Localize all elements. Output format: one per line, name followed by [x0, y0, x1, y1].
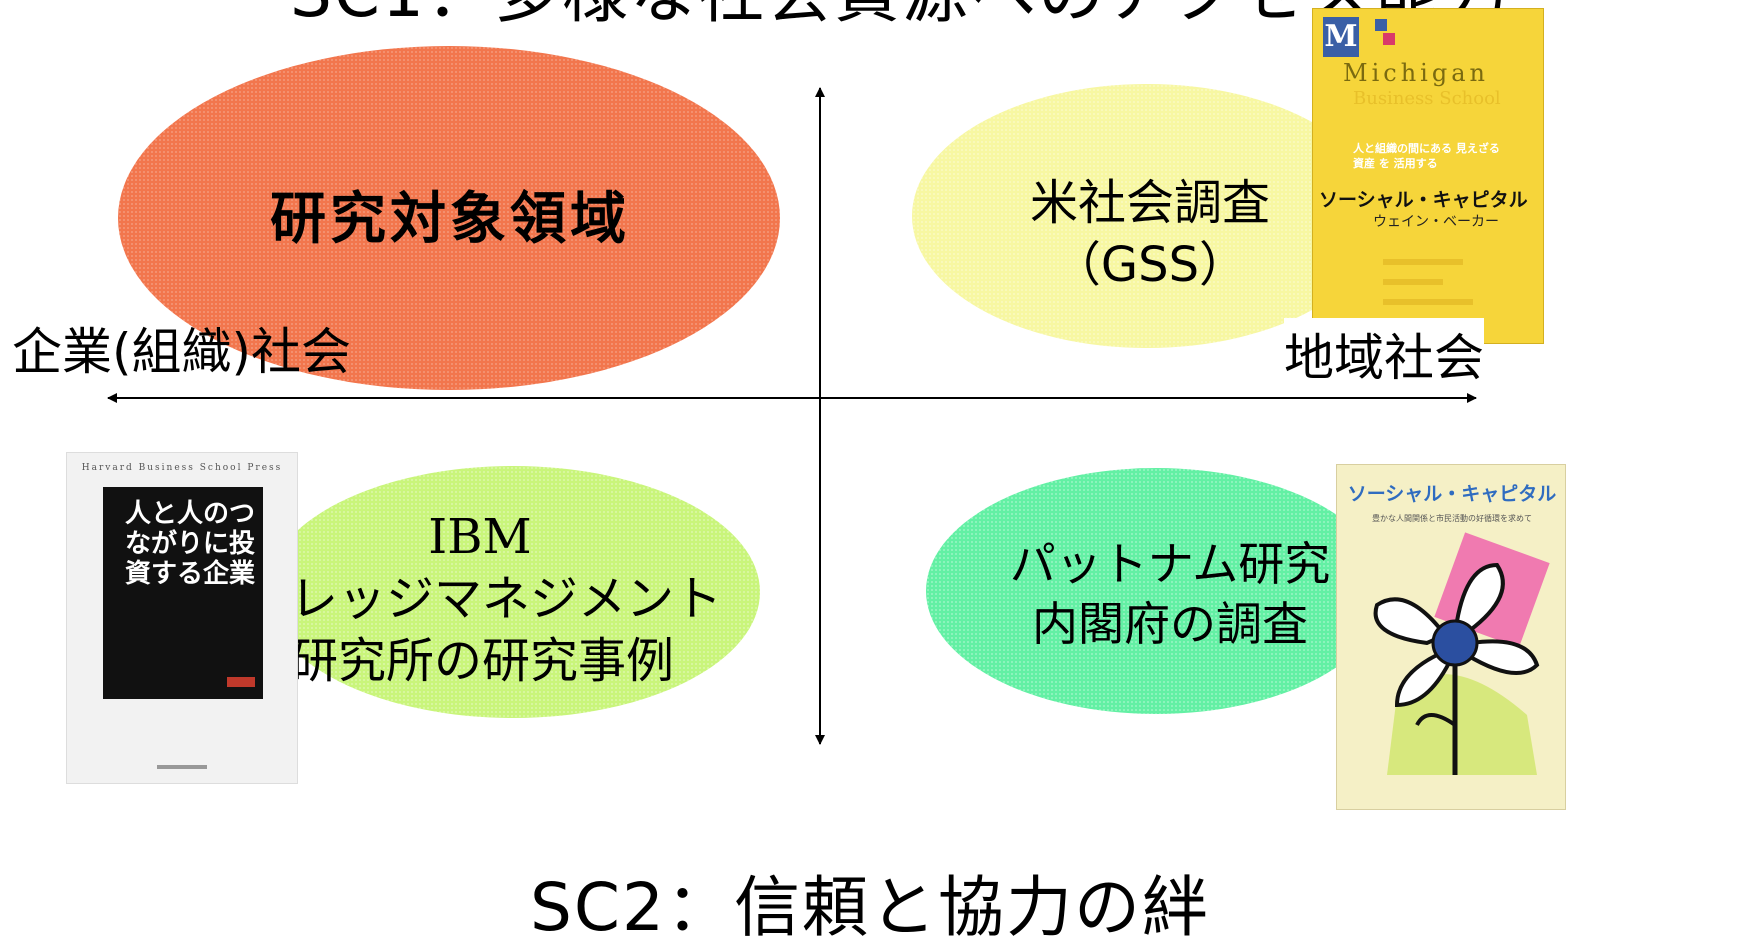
- m-logo-icon: M: [1323, 17, 1359, 57]
- gss-ellipse: [912, 84, 1382, 348]
- research-area-ellipse: [118, 46, 780, 390]
- putnam-line1: パットナム研究: [1009, 537, 1331, 591]
- gss-line1: 米社会調査: [1029, 175, 1270, 231]
- gss-label: 米社会調査 （GSS）: [1000, 172, 1300, 296]
- social-book-title: ソーシャル・キャピタル: [1347, 483, 1557, 505]
- putnam-line2: 内閣府の調査: [1032, 597, 1308, 651]
- ibm-line3: 研究所の研究事例: [290, 633, 675, 689]
- sc1-title: SC1：多様な社会資源へのアクセス能力: [290, 0, 1509, 34]
- axis-label-community: 地域社会: [1284, 318, 1484, 390]
- michigan-book-cover: M Michigan Business School 人と組織の間にある 見えざ…: [1312, 8, 1544, 344]
- ibm-line1: IBM: [428, 509, 532, 565]
- sc2-title: SC2：信頼と協力の絆: [530, 869, 1210, 946]
- michigan-sub: Business School: [1353, 88, 1501, 109]
- social-capital-book-cover: ソーシャル・キャピタル 豊かな人間関係と市民活動の好循環を求めて: [1336, 464, 1566, 810]
- harvard-book-title: 人と人のつながりに投資する企業: [124, 499, 255, 589]
- ibm-ellipse: [266, 466, 760, 718]
- michigan-book-title: ソーシャル・キャピタル: [1319, 189, 1528, 211]
- harvard-book-cover: Harvard Business School Press 人と人のつながりに投…: [66, 452, 298, 784]
- putnam-label: パットナム研究 内閣府の調査: [980, 534, 1360, 654]
- michigan-catch: 人と組織の間にある 見えざる資産 を 活用する: [1353, 142, 1500, 170]
- michigan-brand: Michigan: [1343, 59, 1489, 87]
- social-book-subtitle: 豊かな人間関係と市民活動の好循環を求めて: [1372, 514, 1532, 523]
- harvard-panel: [103, 487, 263, 699]
- michigan-book-author: ウェイン・ベーカー: [1373, 214, 1499, 230]
- gss-line2: （GSS）: [1052, 237, 1248, 293]
- cover-decoration: [157, 677, 255, 769]
- putnam-ellipse: [926, 468, 1386, 714]
- square-icon: [1383, 33, 1395, 45]
- axis-label-corporate: 企業(組織)社会: [12, 323, 352, 381]
- ibm-label: IBM レッジマネジメント 研究所の研究事例: [290, 506, 760, 692]
- harvard-header: Harvard Business School Press: [81, 463, 283, 473]
- research-area-label: 研究対象領域: [270, 187, 630, 252]
- axes: [107, 87, 1477, 745]
- cover-decoration: [1383, 259, 1473, 305]
- flower-globe-icon: [1373, 532, 1550, 775]
- ibm-line2: レッジマネジメント: [290, 571, 723, 627]
- square-icon: [1375, 19, 1387, 31]
